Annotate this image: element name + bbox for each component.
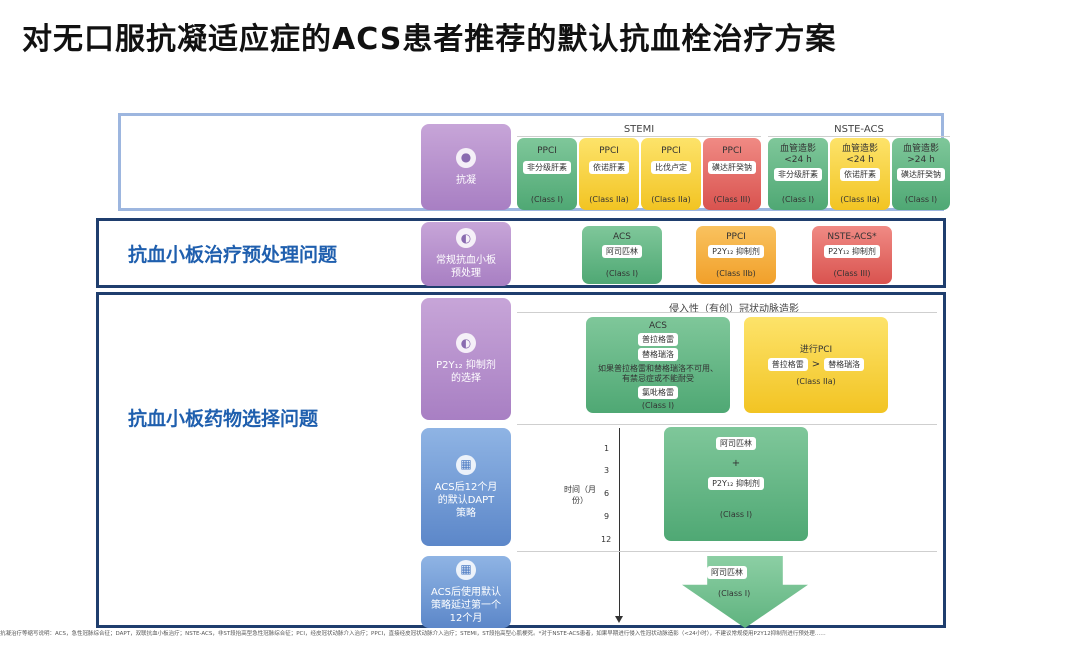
anticoag-card: 血管造影 <24 h 依诺肝素 (Class IIa) (830, 138, 890, 210)
pci-p2y12-card: 进行PCI 普拉格雷 > 替格瑞洛 (Class IIa) (744, 317, 888, 413)
drug-pill: 替格瑞洛 (824, 357, 865, 371)
drug-pill: 磺达肝癸钠 (708, 161, 756, 174)
timeline-arrow-icon (615, 616, 623, 623)
rowhead-pretreat-label: 常规抗血小板预处理 (436, 255, 496, 279)
anticoag-card: 血管造影 <24 h 非分级肝素 (Class I) (768, 138, 828, 210)
drug-pill: 依诺肝素 (840, 168, 880, 181)
acs-p2y12-card: ACS 普拉格雷 替格瑞洛 如果普拉格雷和替格瑞洛不可用、有禁忌症或不能耐受 氯… (586, 317, 730, 413)
drug-pill: 普拉格雷 (638, 333, 678, 346)
preference-row: 普拉格雷 > 替格瑞洛 (767, 357, 865, 371)
class-label: (Class I) (904, 195, 938, 204)
drug-pill: 比伐卢定 (651, 161, 691, 174)
tick-label: 1 (604, 444, 610, 453)
anticoag-card: PPCI 磺达肝癸钠 (Class III) (703, 138, 761, 210)
drug-pill: 非分级肝素 (774, 168, 822, 181)
p2y12-divider (517, 312, 937, 313)
card-title: ACS (649, 321, 667, 331)
rowhead-beyond: ▦ ACS后使用默认策略延过第一个12个月 (421, 556, 511, 628)
nste-header: NSTE-ACS (834, 124, 884, 135)
anticoag-card: PPCI 比伐卢定 (Class IIa) (641, 138, 701, 210)
card-title: 血管造影 >24 h (902, 144, 939, 165)
alternative-note: 如果普拉格雷和替格瑞洛不可用、有禁忌症或不能耐受 (598, 364, 718, 383)
card-title: NSTE-ACS* (827, 232, 877, 242)
nste-divider (768, 136, 950, 137)
drug-pill: 普拉格雷 (767, 357, 808, 371)
tick-label: 3 (604, 466, 610, 475)
class-label: (Class I) (719, 510, 753, 519)
card-title: 血管造影 <24 h (779, 144, 816, 165)
pretreat-section-label: 抗血小板治疗预处理问题 (128, 244, 338, 266)
class-label: (Class III) (833, 269, 871, 278)
rowhead-p2y12-label: P2Y₁₂ 抑制剂的选择 (436, 360, 496, 384)
anticoag-card: 血管造影 >24 h 磺达肝癸钠 (Class I) (892, 138, 950, 210)
pretreat-outline (96, 218, 946, 288)
invasive-header: 侵入性（有创）冠状动脉造影 (669, 304, 799, 315)
tick-label: 12 (601, 535, 612, 544)
pill-icon: ◐ (456, 333, 476, 353)
timeline-axis (619, 428, 620, 620)
class-label: (Class IIa) (651, 195, 691, 204)
card-title: 进行PCI (799, 344, 833, 355)
drug-pill: 阿司匹林 (716, 437, 756, 450)
rowhead-anticoag-label: 抗凝 (456, 174, 476, 186)
drug-pill: 阿司匹林 (602, 245, 642, 258)
drug-pill: P2Y₁₂ 抑制剂 (708, 245, 764, 258)
class-label: (Class I) (641, 401, 675, 410)
rowhead-dapt-label: ACS后12个月的默认DAPT策略 (434, 481, 498, 519)
card-title: 血管造影 <24 h (841, 144, 878, 165)
class-label: (Class I) (781, 195, 815, 204)
drug-pill: 依诺肝素 (589, 161, 629, 174)
class-label: (Class IIa) (589, 195, 629, 204)
rowhead-beyond-label: ACS后使用默认策略延过第一个12个月 (431, 586, 501, 624)
class-label: (Class I) (530, 195, 564, 204)
rowhead-dapt: ▦ ACS后12个月的默认DAPT策略 (421, 428, 511, 546)
class-label: (Class I) (718, 589, 751, 598)
rowhead-pretreat: ◐ 常规抗血小板预处理 (421, 222, 511, 286)
card-title: PPCI (599, 146, 619, 156)
pretreat-card: NSTE-ACS* P2Y₁₂ 抑制剂 (Class III) (812, 226, 892, 284)
pretreat-card: ACS 阿司匹林 (Class I) (582, 226, 662, 284)
dapt-divider (517, 424, 937, 425)
card-title: ACS (613, 232, 631, 242)
footnote: 抗凝治疗等缩写说明：ACS，急性冠脉综合征；DAPT，双联抗血小板治疗；NSTE… (0, 631, 826, 637)
beyond-divider (517, 551, 937, 552)
rowhead-p2y12: ◐ P2Y₁₂ 抑制剂的选择 (421, 298, 511, 420)
drug-pill: 磺达肝癸钠 (897, 168, 945, 181)
class-label: (Class IIb) (716, 269, 756, 278)
drug-pill: P2Y₁₂ 抑制剂 (824, 245, 880, 258)
card-title: PPCI (661, 146, 681, 156)
page-title: 对无口服抗凝适应症的ACS患者推荐的默认抗血栓治疗方案 (22, 22, 837, 57)
anticoag-card: PPCI 非分级肝素 (Class I) (517, 138, 577, 210)
tick-label: 9 (604, 512, 610, 521)
card-title: PPCI (726, 232, 746, 242)
card-title: PPCI (722, 146, 742, 156)
rowhead-anticoag: ● 抗凝 (421, 124, 511, 210)
stemi-header: STEMI (623, 124, 655, 135)
class-label: (Class IIa) (796, 376, 836, 386)
drop-icon: ● (456, 147, 476, 168)
calendar-icon: ▦ (456, 454, 476, 475)
card-title: PPCI (537, 146, 557, 156)
pretreat-card: PPCI P2Y₁₂ 抑制剂 (Class IIb) (696, 226, 776, 284)
preference-operator: > (811, 358, 821, 370)
selection-section-label: 抗血小板药物选择问题 (128, 408, 319, 430)
plus-sign: + (731, 458, 741, 469)
drug-pill: 氯吡格雷 (638, 386, 678, 399)
drug-pill: 非分级肝素 (523, 161, 571, 174)
drug-pill: P2Y₁₂ 抑制剂 (708, 477, 764, 490)
anticoag-card: PPCI 依诺肝素 (Class IIa) (579, 138, 639, 210)
selection-outline (96, 292, 946, 628)
calendar-icon: ▦ (456, 559, 476, 580)
class-label: (Class IIa) (840, 195, 880, 204)
stemi-divider (517, 136, 761, 137)
axis-label: 时间（月份） (564, 485, 596, 505)
class-label: (Class III) (713, 195, 751, 204)
drug-pill: 替格瑞洛 (638, 348, 678, 361)
tick-label: 6 (604, 489, 610, 498)
drug-pill: 阿司匹林 (707, 566, 747, 579)
class-label: (Class I) (605, 269, 639, 278)
dapt-card: 阿司匹林 + P2Y₁₂ 抑制剂 (Class I) (664, 427, 808, 541)
pill-icon: ◐ (456, 228, 476, 248)
